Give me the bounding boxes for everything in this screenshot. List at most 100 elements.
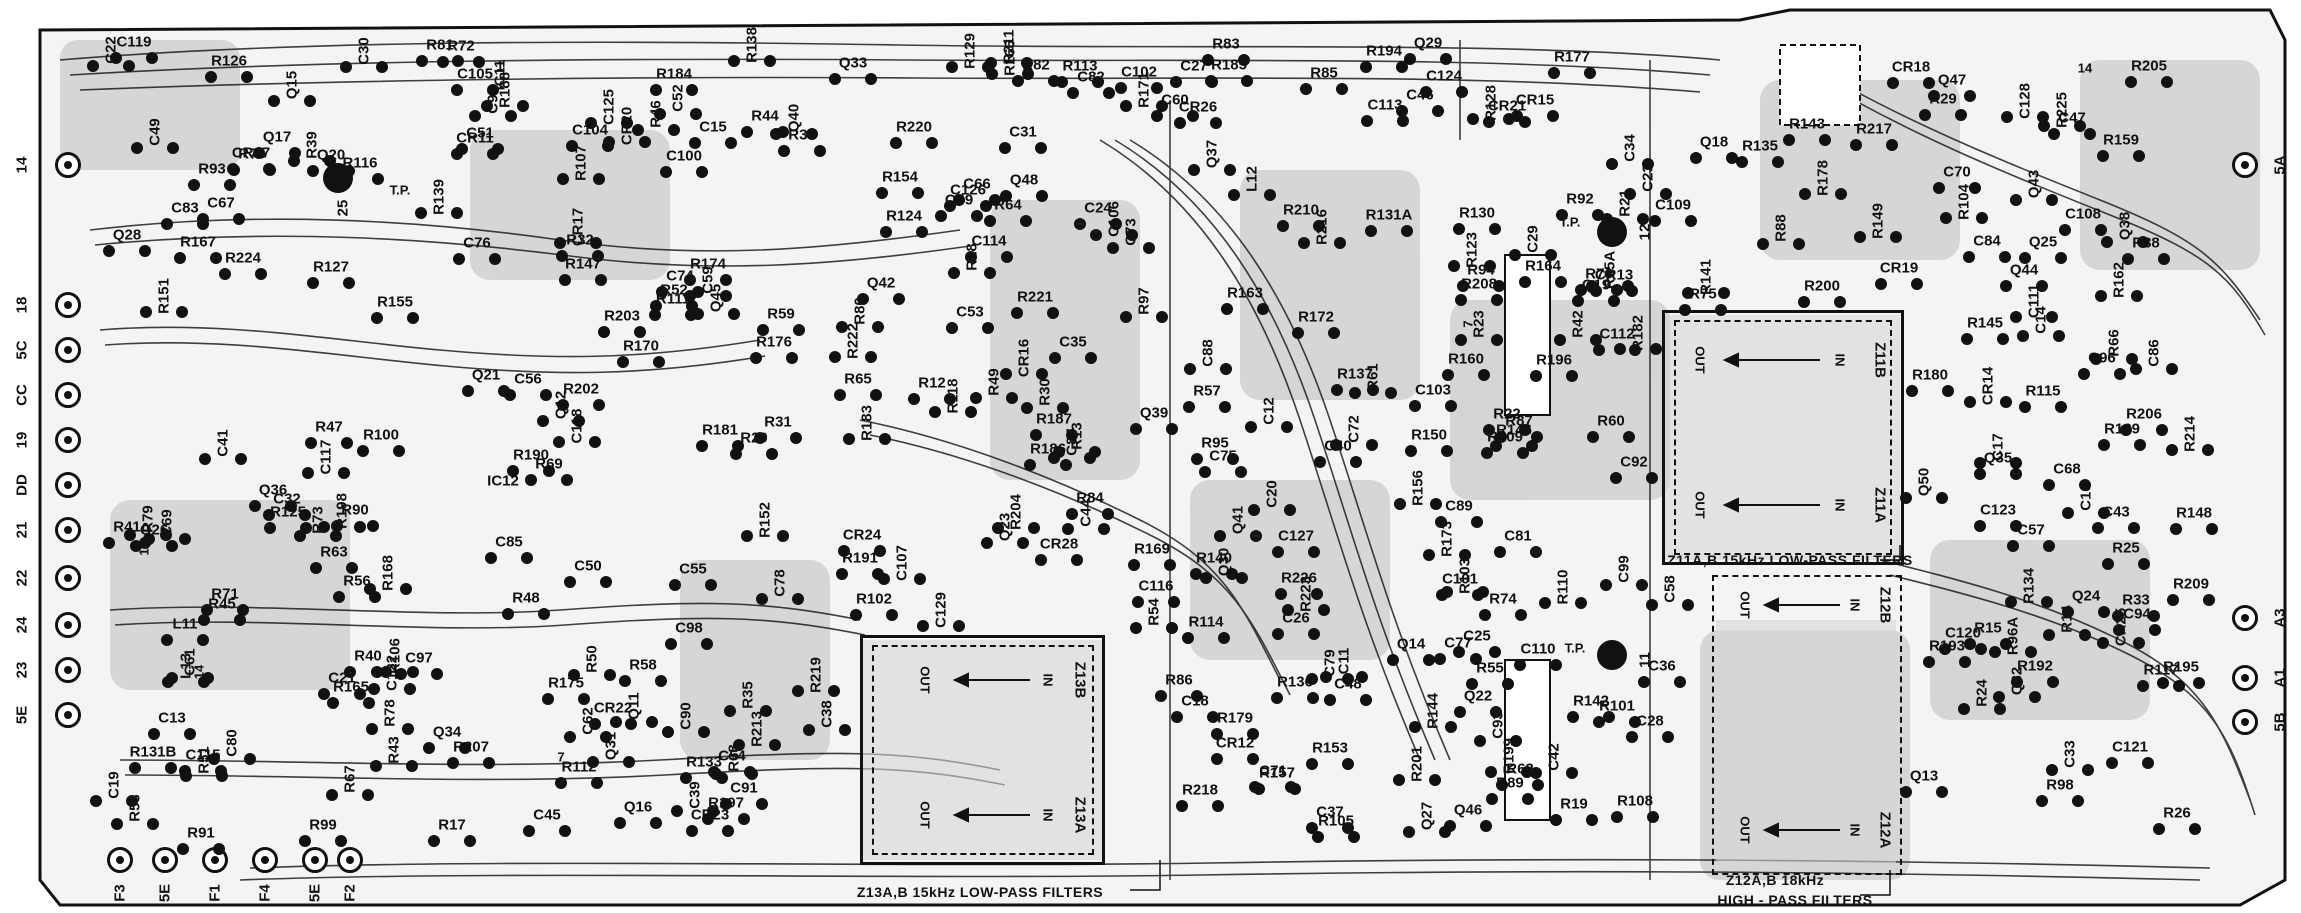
solder-pad [1783, 134, 1795, 146]
solder-pad [1646, 599, 1658, 611]
solder-pad [1933, 182, 1945, 194]
solder-pad [464, 835, 476, 847]
designator-pin_marks-2: 1 [136, 548, 152, 556]
solder-pad [367, 520, 379, 532]
solder-pad [129, 762, 141, 774]
solder-pad [1387, 654, 1399, 666]
terminal-left-3 [55, 382, 81, 408]
solder-pad [1642, 158, 1654, 170]
solder-pad [1171, 711, 1183, 723]
z13a-in-pin: IN [1040, 808, 1056, 822]
solder-pad [561, 474, 573, 486]
solder-pad [1202, 54, 1214, 66]
solder-pad [1028, 522, 1040, 534]
terminal-bottom-label-4: 5E [306, 883, 324, 903]
solder-pad [131, 142, 143, 154]
solder-pad [237, 604, 249, 616]
solder-pad [1284, 504, 1296, 516]
solder-pad [1890, 231, 1902, 243]
solder-pad [1143, 242, 1155, 254]
solder-pad [1467, 113, 1479, 125]
designator-c-16: C129 [932, 592, 950, 628]
designator-q-1: Q50 [1915, 467, 1933, 497]
solder-pad [1515, 609, 1527, 621]
solder-pad [310, 562, 322, 574]
solder-pad [614, 817, 626, 829]
solder-pad [649, 309, 661, 321]
solder-pad [1799, 188, 1811, 200]
designator-r-164: R135 [1742, 137, 1778, 155]
terminal-left-label-8: 24 [13, 616, 31, 634]
solder-pad [564, 731, 576, 743]
designator-c-41: C28 [1636, 712, 1664, 730]
designator-r-27: R164 [1525, 257, 1561, 275]
solder-pad [1281, 421, 1293, 433]
solder-pad [143, 533, 155, 545]
solder-pad [1610, 472, 1622, 484]
solder-pad [1434, 653, 1446, 665]
solder-pad [244, 753, 256, 765]
designator-r-124: R191 [842, 549, 878, 567]
designator-r-144: R82 [1022, 56, 1050, 74]
designator-cr-13: CR23 [690, 806, 730, 824]
solder-pad [989, 194, 1001, 206]
solder-pad [2158, 253, 2170, 265]
solder-pad [625, 718, 637, 730]
solder-pad [1292, 327, 1304, 339]
solder-pad [447, 757, 459, 769]
solder-pad [177, 843, 189, 855]
designator-r-177: R20 [740, 429, 768, 447]
solder-pad [1107, 242, 1119, 254]
designator-c-74: C114 [971, 232, 1007, 250]
solder-pad [953, 620, 965, 632]
designator-r-64: R205 [2131, 57, 2167, 75]
solder-pad [1715, 304, 1727, 316]
designator-r-168: R141 [1697, 259, 1715, 295]
terminal-bottom-label-5: F2 [341, 884, 359, 902]
solder-pad [179, 533, 191, 545]
designator-q-5: Q48 [1009, 171, 1039, 189]
solder-pad [2011, 676, 2023, 688]
solder-pad [770, 128, 782, 140]
designator-r-126: R185 [1211, 56, 1247, 74]
solder-pad [2019, 401, 2031, 413]
solder-pad [1928, 90, 1940, 102]
solder-pad [573, 415, 585, 427]
z12a-label: Z12A [1876, 811, 1894, 849]
solder-pad [1187, 110, 1199, 122]
designator-r-158: R150 [1411, 426, 1447, 444]
solder-pad [362, 789, 374, 801]
designator-c-30: C44 [1077, 499, 1095, 527]
designator-c-32: C34 [1621, 134, 1639, 162]
solder-pad [1247, 728, 1259, 740]
solder-pad [299, 509, 311, 521]
designator-q-0: Q47 [1937, 71, 1967, 89]
designator-c-1: C121 [2112, 738, 2148, 756]
solder-pad [1312, 831, 1324, 843]
solder-pad [459, 742, 471, 754]
solder-pad [917, 620, 929, 632]
solder-pad [1156, 100, 1168, 112]
solder-pad [1207, 711, 1219, 723]
designator-pin_marks-5: 1 [496, 58, 504, 74]
solder-pad [1132, 596, 1144, 608]
solder-pad [720, 274, 732, 286]
designator-r-45: R31 [764, 413, 792, 431]
designator-cr-14: CR14 [1979, 366, 1997, 406]
solder-pad [525, 474, 537, 486]
designator-c-91: C83 [171, 199, 199, 217]
designator-cr-8: CR21 [1487, 97, 1527, 115]
solder-pad [215, 765, 227, 777]
solder-pad [1590, 334, 1602, 346]
designator-c-24: C117 [317, 439, 335, 475]
solder-pad [483, 757, 495, 769]
solder-pad [865, 351, 877, 363]
solder-pad [241, 71, 253, 83]
designator-c-90: C87 [1063, 428, 1081, 456]
designator-r-180: R26 [2163, 804, 2191, 822]
solder-pad [2055, 252, 2067, 264]
designator-r-134: R78 [381, 699, 399, 727]
designator-r-54: R35 [739, 681, 757, 709]
solder-pad [600, 576, 612, 588]
designator-r-65: R154 [882, 168, 918, 186]
